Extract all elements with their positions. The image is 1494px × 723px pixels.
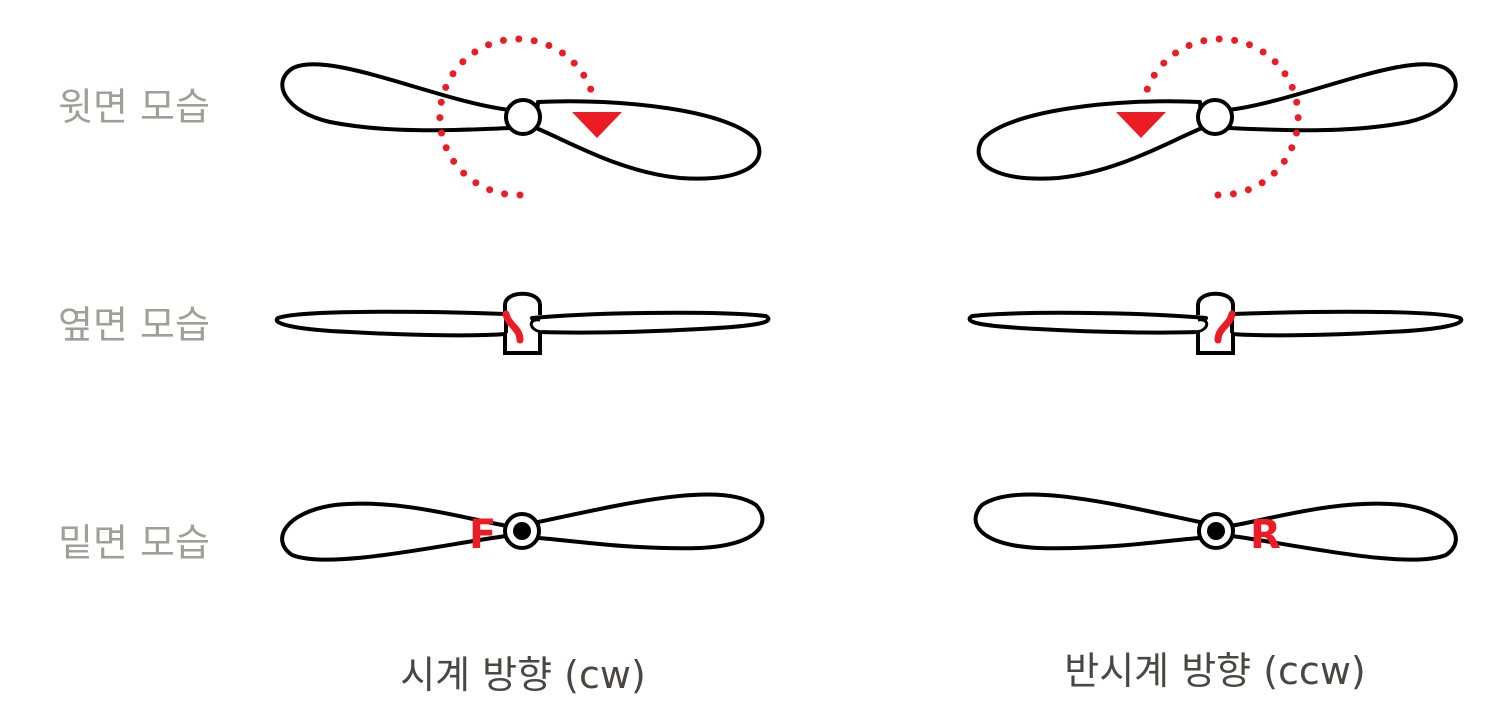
- label-side-view: 옆면 모습: [58, 303, 210, 347]
- cw-side-view: [277, 294, 769, 353]
- cw-top-blade-right: [534, 99, 762, 181]
- cw-top-hub: [504, 98, 542, 136]
- caption-cw: 시계 방향 (cw): [400, 653, 646, 697]
- cw-arrow-icon: [572, 112, 622, 138]
- cw-mark-f: F: [469, 512, 496, 558]
- caption-ccw: 반시계 방향 (ccw): [1064, 649, 1366, 693]
- cw-top-view: [280, 35, 762, 199]
- label-bottom-view: 밑면 모습: [58, 521, 210, 565]
- cw-bottom-view: F: [280, 492, 765, 562]
- ccw-side-view: [970, 294, 1462, 353]
- cw-top-blade-left: [280, 62, 512, 133]
- ccw-top-view: [976, 35, 1458, 199]
- ccw-bottom-view: [973, 492, 1458, 562]
- label-top-view: 윗면 모습: [58, 85, 210, 129]
- ccw-mark-r: R: [1250, 512, 1281, 558]
- ccw-arrow-icon: [1116, 112, 1166, 138]
